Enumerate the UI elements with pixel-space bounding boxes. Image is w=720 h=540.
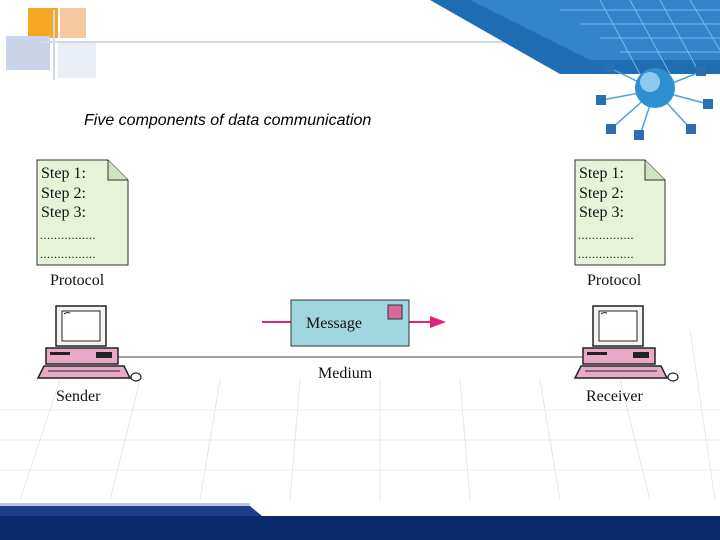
network-globe-icon bbox=[596, 62, 713, 140]
slide-title: Five components of data communication bbox=[84, 112, 372, 129]
receiver-protocol-document-icon bbox=[574, 159, 666, 266]
message-envelope-icon bbox=[387, 304, 403, 320]
message-label: Message bbox=[306, 315, 362, 332]
receiver-dots-line-1: ................ bbox=[578, 228, 634, 242]
footer-bar bbox=[0, 516, 720, 540]
peach-square-decoration bbox=[60, 8, 86, 38]
receiver-protocol-steps: Step 1: Step 2: Step 3: bbox=[579, 164, 624, 223]
receiver-step-1: Step 1: bbox=[579, 165, 624, 182]
sender-step-3: Step 3: bbox=[41, 204, 86, 221]
message-box bbox=[290, 299, 410, 347]
receiver-protocol-label: Protocol bbox=[587, 272, 642, 289]
sender-computer-icon bbox=[36, 305, 142, 382]
sender-step-2: Step 2: bbox=[41, 184, 86, 202]
receiver-computer-icon bbox=[573, 305, 679, 382]
grid-decoration bbox=[0, 329, 720, 501]
sender-protocol-document-icon bbox=[36, 159, 129, 266]
sender-label: Sender bbox=[56, 388, 101, 405]
sender-dots-line-1: ................ bbox=[40, 228, 96, 242]
sender-protocol-dots: ................ ................ bbox=[40, 226, 96, 264]
sender-protocol-steps: Step 1: Step 2: Step 3: bbox=[41, 164, 86, 223]
receiver-label: Receiver bbox=[586, 388, 643, 405]
sender-protocol-label: Protocol bbox=[50, 272, 105, 289]
receiver-dots-line-2: ................ bbox=[578, 247, 634, 261]
receiver-protocol-dots: ................ ................ bbox=[578, 226, 634, 264]
light-square-decoration bbox=[58, 42, 96, 78]
medium-label: Medium bbox=[318, 365, 373, 382]
receiver-step-2: Step 2: bbox=[579, 184, 624, 202]
sender-step-1: Step 1: bbox=[41, 165, 86, 182]
sender-dots-line-2: ................ bbox=[40, 247, 96, 261]
receiver-step-3: Step 3: bbox=[579, 204, 624, 221]
